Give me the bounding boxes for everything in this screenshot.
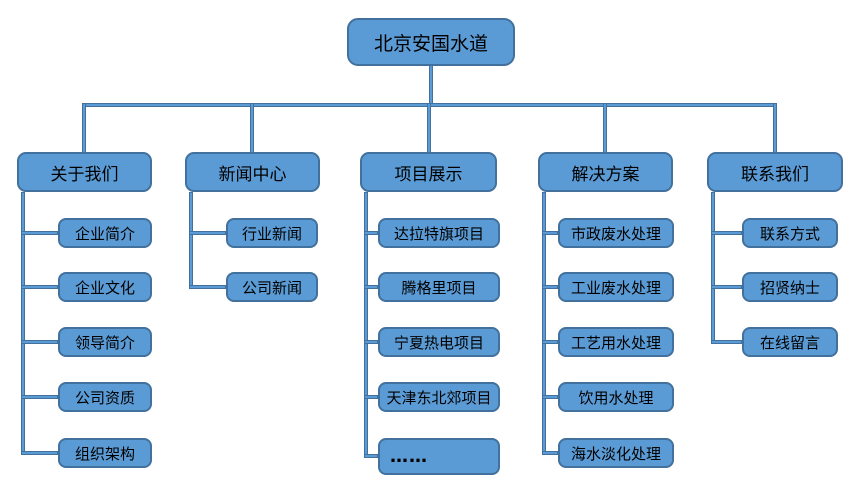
leaf-label: 腾格里项目 xyxy=(401,278,477,297)
node-solutions-child-0[interactable]: 市政废水处理 xyxy=(558,218,674,248)
connector-stub xyxy=(711,231,742,235)
node-news-child-1[interactable]: 公司新闻 xyxy=(226,272,318,302)
leaf-label: 工业废水处理 xyxy=(570,278,661,297)
node-contact-child-1[interactable]: 招贤纳士 xyxy=(742,272,838,302)
leaf-label: 在线留言 xyxy=(759,333,820,352)
leaf-label: …… xyxy=(390,446,428,467)
leaf-label: 公司资质 xyxy=(74,388,135,407)
leaf-label: 达拉特旗项目 xyxy=(393,224,484,243)
branch-label: 解决方案 xyxy=(571,164,640,185)
connector-stub xyxy=(542,340,558,344)
connector-trunk-contact xyxy=(711,192,715,344)
leaf-label: 公司新闻 xyxy=(241,278,302,297)
branch-label: 新闻中心 xyxy=(218,164,287,185)
leaf-label: 饮用水处理 xyxy=(578,388,654,407)
node-branch-projects[interactable]: 项目展示 xyxy=(360,152,497,192)
connector-stub xyxy=(21,451,58,455)
node-branch-solutions[interactable]: 解决方案 xyxy=(538,152,673,192)
connector-root-stem xyxy=(429,64,433,105)
connector-stub xyxy=(189,231,226,235)
connector-drop-news xyxy=(250,103,254,154)
connector-stub xyxy=(542,451,558,455)
connector-stub xyxy=(364,231,378,235)
node-solutions-child-2[interactable]: 工艺用水处理 xyxy=(558,327,674,357)
node-about-child-2[interactable]: 领导简介 xyxy=(58,327,152,357)
node-projects-child-2[interactable]: 宁夏热电项目 xyxy=(378,327,500,357)
connector-stub xyxy=(364,340,378,344)
connector-stub xyxy=(189,285,226,289)
node-contact-child-2[interactable]: 在线留言 xyxy=(742,327,838,357)
connector-stub xyxy=(542,231,558,235)
leaf-label: 海水淡化处理 xyxy=(570,444,661,463)
leaf-label: 宁夏热电项目 xyxy=(393,333,484,352)
leaf-label: 招贤纳士 xyxy=(759,278,820,297)
connector-drop-solutions xyxy=(603,103,607,154)
connector-stub xyxy=(21,395,58,399)
node-about-child-0[interactable]: 企业简介 xyxy=(58,218,152,248)
connector-stub xyxy=(364,285,378,289)
leaf-label: 天津东北郊项目 xyxy=(386,388,492,407)
node-projects-child-3[interactable]: 天津东北郊项目 xyxy=(378,382,500,412)
branch-label: 项目展示 xyxy=(394,164,463,185)
node-projects-child-more[interactable]: …… xyxy=(378,438,500,475)
leaf-label: 联系方式 xyxy=(759,224,820,243)
node-about-child-4[interactable]: 组织架构 xyxy=(58,438,152,468)
node-branch-about[interactable]: 关于我们 xyxy=(17,152,152,192)
connector-stub xyxy=(21,285,58,289)
leaf-label: 组织架构 xyxy=(74,444,135,463)
connector-stub xyxy=(21,340,58,344)
connector-trunk-news xyxy=(189,192,193,289)
leaf-label: 行业新闻 xyxy=(241,224,302,243)
leaf-label: 市政废水处理 xyxy=(570,224,661,243)
node-news-child-0[interactable]: 行业新闻 xyxy=(226,218,318,248)
node-solutions-child-4[interactable]: 海水淡化处理 xyxy=(558,438,674,468)
node-root-label: 北京安国水道 xyxy=(373,32,488,55)
node-branch-contact[interactable]: 联系我们 xyxy=(707,152,843,192)
connector-stub xyxy=(542,395,558,399)
node-branch-news[interactable]: 新闻中心 xyxy=(185,152,320,192)
connector-drop-about xyxy=(82,103,86,154)
node-projects-child-1[interactable]: 腾格里项目 xyxy=(378,272,500,302)
node-contact-child-0[interactable]: 联系方式 xyxy=(742,218,838,248)
connector-stub xyxy=(542,285,558,289)
node-about-child-3[interactable]: 公司资质 xyxy=(58,382,152,412)
branch-label: 关于我们 xyxy=(50,164,119,185)
connector-stub xyxy=(364,395,378,399)
branch-label: 联系我们 xyxy=(741,164,809,185)
node-root[interactable]: 北京安国水道 xyxy=(347,18,515,66)
leaf-label: 企业文化 xyxy=(74,278,135,297)
connector-stub xyxy=(711,340,742,344)
leaf-label: 领导简介 xyxy=(74,333,135,352)
node-about-child-1[interactable]: 企业文化 xyxy=(58,272,152,302)
leaf-label: 工艺用水处理 xyxy=(570,333,661,352)
node-projects-child-0[interactable]: 达拉特旗项目 xyxy=(378,218,500,248)
connector-drop-projects xyxy=(427,103,431,154)
connector-stub xyxy=(21,231,58,235)
connector-stub xyxy=(364,454,378,458)
node-solutions-child-1[interactable]: 工业废水处理 xyxy=(558,272,674,302)
connector-stub xyxy=(711,285,742,289)
connector-drop-contact xyxy=(773,103,777,154)
leaf-label: 企业简介 xyxy=(74,224,135,243)
node-solutions-child-3[interactable]: 饮用水处理 xyxy=(558,382,674,412)
